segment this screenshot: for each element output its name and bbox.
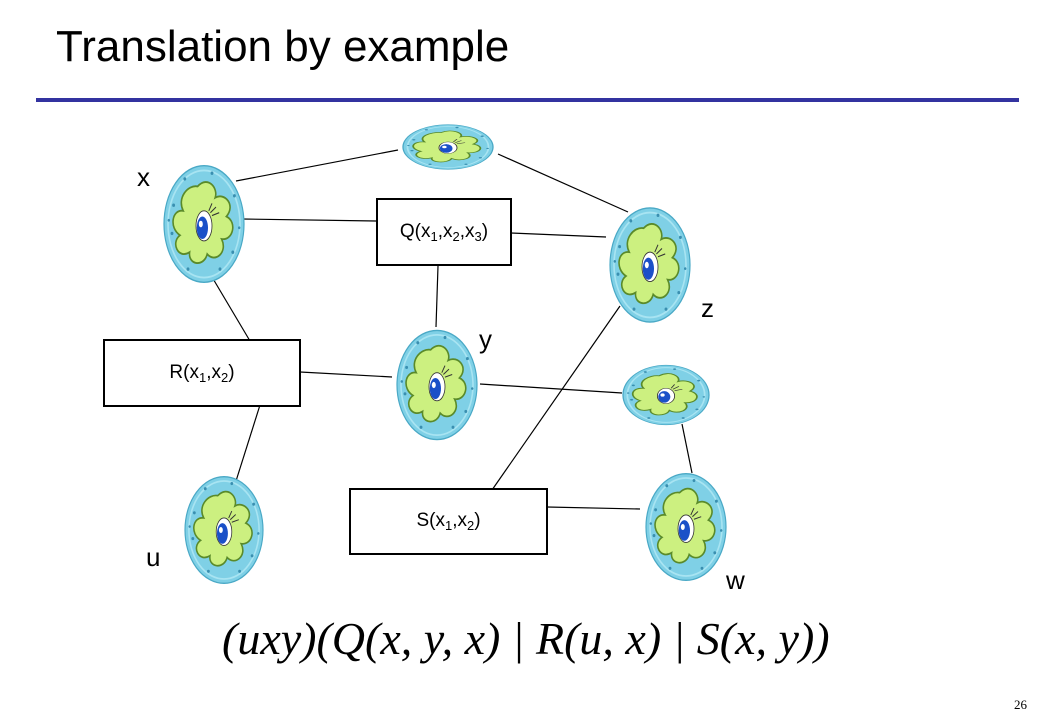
edge-top-z [497,153,629,213]
cell-creature-icon [184,475,264,585]
edge-z-s [491,305,621,491]
relation-r-box: R(x1,x2) [103,339,301,407]
edge-y-w2 [479,383,623,394]
label-w: w [726,565,745,595]
edge-x-r [211,276,251,342]
edge-s-w [546,506,641,510]
page-number: 26 [1014,697,1027,712]
label-y: y [479,324,492,354]
title-underline [36,98,1019,102]
label-u: u [146,542,161,572]
edge-q-z [510,232,607,238]
cell-creature-icon [609,207,691,323]
relation-q-label: Q(x1,x2,x3) [399,220,489,244]
cell-creature-icon [163,164,245,284]
slide-title: Translation by example [56,22,510,71]
edge-top-x [235,149,399,182]
cell-creature-icon [622,364,710,426]
relation-q-box: Q(x1,x2,x3) [376,198,512,266]
query-formula: (uxy)(Q(x, y, x) | R(u, x) | S(x, y)) [222,613,830,664]
edge-x-q [241,218,377,222]
edge-r-u [235,404,261,482]
edge-q-y [435,265,439,328]
edge-w2-w [681,423,693,474]
edge-r-y [299,371,393,378]
cell-creature-icon [402,123,494,171]
relation-s-box: S(x1,x2) [349,488,548,555]
cell-creature-icon [396,329,478,441]
label-z: z [701,293,714,323]
label-x: x [137,162,150,192]
relation-r-label: R(x1,x2) [169,361,235,385]
graph-edges [211,149,693,510]
cell-creature-icon [645,472,727,582]
relation-s-label: S(x1,x2) [416,510,481,533]
